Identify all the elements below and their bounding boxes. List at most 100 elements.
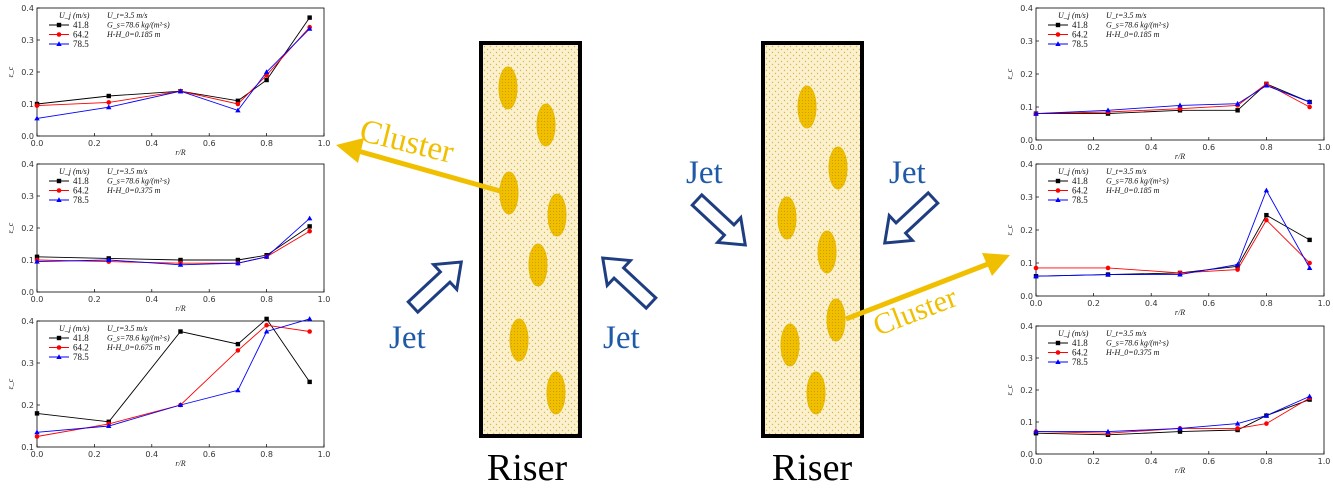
y-tick-label: 0.1	[21, 443, 34, 452]
legend-title: U_j (m/s)	[1058, 11, 1089, 20]
series-line-64.2	[1035, 397, 1310, 434]
y-tick-label: 0.3	[21, 192, 34, 201]
data-point-78.5	[1306, 265, 1313, 270]
x-tick-label: 0.4	[145, 295, 158, 304]
series-line-41.8	[36, 17, 310, 105]
x-tick-label: 0.2	[88, 139, 101, 148]
data-point-41.8	[178, 257, 183, 263]
data-point-78.5	[1105, 428, 1111, 434]
condition-annotation: U_t=3.5 m/s	[1106, 329, 1147, 338]
data-point-41.8	[235, 257, 241, 263]
data-point-78.5	[263, 69, 270, 74]
y-axis-label: ε_c	[1005, 224, 1014, 235]
legend-marker	[1055, 188, 1061, 193]
data-point-78.5	[106, 423, 112, 428]
particle-cluster	[806, 371, 826, 415]
legend-marker	[56, 345, 62, 350]
x-axis-label: r/R	[175, 459, 185, 468]
series-line-78.5	[1036, 395, 1310, 433]
data-point-64.2	[1235, 426, 1240, 431]
x-axis-label: r/R	[175, 304, 185, 313]
y-axis-label: ε_c	[6, 378, 15, 389]
data-point-78.5	[177, 402, 184, 407]
x-axis-label: r/R	[175, 148, 185, 157]
y-tick-label: 0.3	[1020, 193, 1033, 202]
y-tick-label: 0.4	[21, 160, 34, 169]
data-point-78.5	[1033, 428, 1039, 434]
data-point-41.8	[307, 15, 312, 20]
legend-marker	[1055, 32, 1061, 37]
y-tick-label: 0.0	[21, 132, 34, 141]
legend-entry: 64.2	[1072, 30, 1088, 40]
condition-annotation: G_s=78.6 kg/(m²·s)	[107, 177, 170, 186]
series-line-64.2	[1035, 83, 1310, 115]
jet-label-right-2: Jet	[889, 155, 926, 191]
x-tick-label: 0.0	[1030, 299, 1043, 308]
data-point-78.5	[235, 107, 241, 113]
y-tick-label: 0.4	[21, 4, 34, 13]
jet-label-left-1: Jet	[389, 320, 426, 356]
legend-entry: 78.5	[73, 352, 89, 362]
x-tick-label: 0.8	[260, 139, 273, 148]
data-point-64.2	[1264, 421, 1269, 426]
x-tick-label: 0.6	[1202, 457, 1215, 466]
particle-cluster	[509, 318, 529, 362]
data-point-78.5	[1033, 110, 1039, 116]
legend-marker	[56, 354, 62, 359]
y-tick-label: 0.3	[21, 359, 34, 368]
data-point-78.5	[1306, 393, 1313, 399]
condition-annotation: U_t=3.5 m/s	[107, 324, 148, 333]
data-point-64.2	[307, 329, 312, 334]
data-point-78.5	[306, 26, 313, 31]
data-point-41.8	[235, 98, 241, 103]
condition-annotation: H-H_0=0.375 m	[106, 186, 161, 195]
y-tick-label: 0.2	[1020, 70, 1033, 79]
particle-cluster	[817, 230, 837, 274]
jet-arrow-right-top-left	[690, 192, 748, 247]
x-tick-label: 1.0	[1318, 457, 1331, 466]
cluster-arrow-left-shaft	[357, 148, 501, 194]
legend-marker	[56, 197, 62, 202]
series-line-64.2	[36, 324, 310, 437]
data-point-78.5	[306, 215, 313, 221]
condition-annotation: H-H_0=0.185 m	[1105, 30, 1160, 39]
data-point-78.5	[235, 387, 241, 393]
series-line-41.8	[1036, 83, 1310, 115]
y-tick-label: 0.2	[21, 68, 34, 77]
riser-left	[479, 41, 582, 438]
x-tick-label: 0.8	[1260, 143, 1273, 152]
condition-annotation: U_t=3.5 m/s	[1106, 167, 1147, 176]
x-tick-label: 0.2	[88, 295, 101, 304]
x-tick-label: 0.0	[1030, 143, 1043, 152]
riser-caption-left: Riser	[487, 447, 568, 489]
legend-entry: 64.2	[1072, 348, 1088, 358]
x-tick-label: 0.4	[1145, 457, 1158, 466]
data-point-64.2	[235, 101, 241, 107]
data-point-64.2	[1177, 106, 1183, 111]
data-point-78.5	[1306, 99, 1313, 105]
y-tick-label: 0.0	[1020, 136, 1033, 145]
series-line-41.8	[1035, 214, 1310, 277]
particle-cluster	[546, 371, 566, 415]
data-point-78.5	[106, 257, 112, 262]
jet-arrow-left-bottom-right	[600, 256, 658, 311]
x-tick-label: 0.6	[1202, 143, 1215, 152]
data-point-78.5	[177, 88, 184, 94]
riser-caption-right: Riser	[772, 447, 853, 489]
x-tick-label: 0.4	[145, 139, 158, 148]
jet-label-left-2: Jet	[603, 320, 640, 356]
x-tick-label: 0.0	[31, 139, 44, 148]
legend-entry: 64.2	[73, 343, 89, 353]
legend-marker	[56, 22, 62, 28]
legend-marker	[1055, 178, 1061, 184]
x-tick-label: 0.2	[1087, 457, 1100, 466]
jet-label-right-1: Jet	[686, 155, 723, 191]
y-tick-label: 0.0	[21, 288, 34, 297]
legend-entry: 41.8	[1072, 176, 1088, 186]
cluster-arrow-left	[336, 138, 501, 194]
